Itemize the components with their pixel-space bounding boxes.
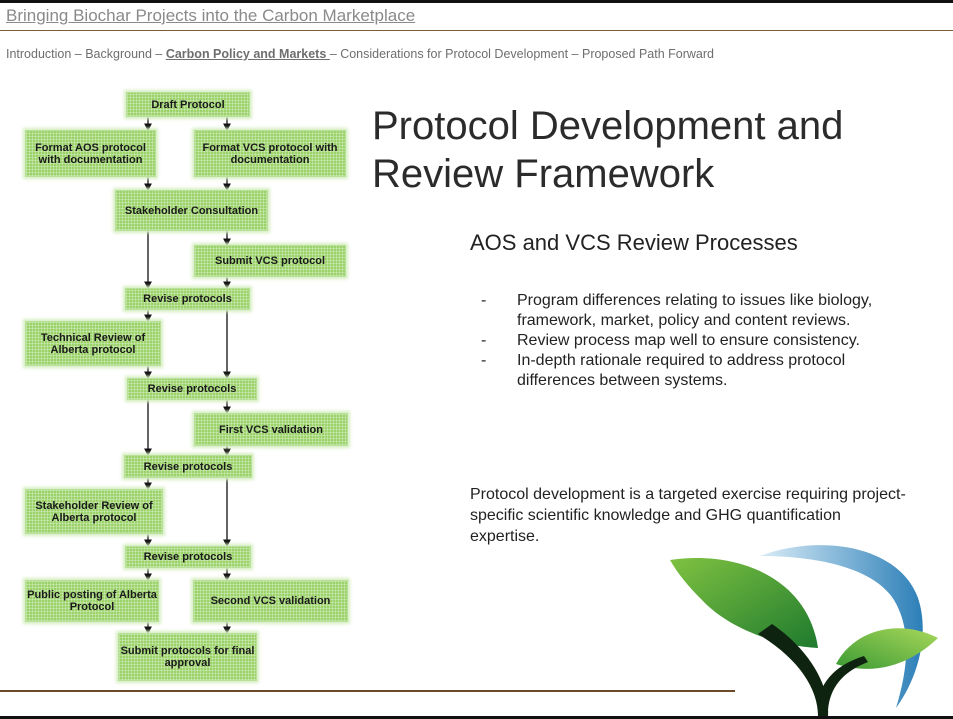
flow-box-stakeholder-review: Stakeholder Review of Alberta protocol <box>25 489 163 534</box>
flow-box-revise-3: Revise protocols <box>124 455 252 478</box>
flow-box-revise-1: Revise protocols <box>125 288 250 310</box>
logo-swoosh <box>760 545 923 708</box>
title-divider <box>0 30 953 31</box>
logo-stem-branch <box>818 656 868 710</box>
flowchart-connectors <box>144 117 231 635</box>
bullet-dash: - <box>481 352 487 369</box>
flow-box-submit-vcs: Submit VCS protocol <box>194 245 346 277</box>
flow-box-first-vcs-validation: First VCS validation <box>194 413 348 446</box>
flow-box-submit-final: Submit protocols for final approval <box>118 633 257 681</box>
flow-box-public-posting: Public posting of Alberta Protocol <box>25 580 159 622</box>
flow-box-format-vcs: Format VCS protocol with documentation <box>194 130 346 177</box>
flow-box-revise-4: Revise protocols <box>125 546 251 568</box>
top-border <box>0 0 953 3</box>
breadcrumb-after: – Considerations for Protocol Developmen… <box>329 47 714 61</box>
bullet-text: Review process map well to ensure consis… <box>517 332 860 349</box>
logo-left-leaf <box>670 558 818 648</box>
bullet-item: - Program differences relating to issues … <box>481 291 881 331</box>
flow-box-stakeholder-consultation: Stakeholder Consultation <box>115 190 268 231</box>
bullet-dash: - <box>481 332 487 349</box>
bullet-dash: - <box>481 292 487 309</box>
breadcrumb-current: Carbon Policy and Markets <box>165 47 330 61</box>
slide-title: Protocol Development and Review Framewor… <box>372 104 844 196</box>
footer-divider <box>0 690 735 692</box>
bullet-list: - Program differences relating to issues … <box>481 291 881 391</box>
sprouting-leaf-logo-icon <box>670 545 938 716</box>
flow-box-format-aos: Format AOS protocol with documentation <box>25 130 156 177</box>
flow-box-draft-protocol: Draft Protocol <box>126 92 250 117</box>
flow-box-technical-review: Technical Review of Alberta protocol <box>25 321 161 366</box>
bottom-border <box>0 716 953 719</box>
bullet-item: - Review process map well to ensure consi… <box>481 331 881 351</box>
bullet-item: - In-depth rationale required to address … <box>481 351 881 391</box>
bullet-text: In-depth rationale required to address p… <box>517 352 846 389</box>
bullet-text: Program differences relating to issues l… <box>517 292 873 329</box>
section-subheading: AOS and VCS Review Processes <box>470 230 798 255</box>
breadcrumb-before: Introduction – Background – <box>6 47 166 61</box>
breadcrumb: Introduction – Background – Carbon Polic… <box>6 47 714 61</box>
flow-box-second-vcs-validation: Second VCS validation <box>193 580 348 622</box>
summary-paragraph: Protocol development is a targeted exerc… <box>470 486 906 545</box>
deck-title: Bringing Biochar Projects into the Carbo… <box>6 6 416 25</box>
flow-box-revise-2: Revise protocols <box>127 378 257 400</box>
